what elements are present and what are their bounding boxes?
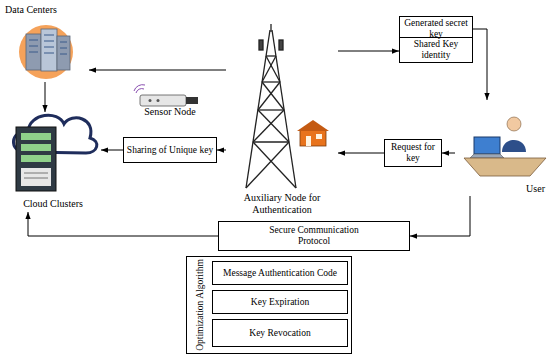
user-node: User: [455, 100, 549, 196]
sensor-icon: [134, 85, 198, 106]
box-text: Key Revocation: [249, 328, 310, 339]
group-box: Optimization Algorithm Message Authentica…: [186, 256, 352, 354]
process-box: Sharing of Unique key: [123, 137, 217, 163]
sensor-node: Sensor Node: [128, 86, 212, 120]
process-box: Secure Communication Protocol: [218, 221, 410, 251]
node-label: Sensor Node: [144, 106, 195, 118]
connector-arrow: [442, 153, 455, 154]
connector-arrow: [338, 153, 384, 154]
node-label: Data Centers: [5, 4, 57, 16]
cloud-icon: [13, 115, 96, 191]
building-icon: [297, 120, 329, 146]
box-text: Key Expiration: [251, 297, 309, 308]
node-label: Cloud Clusters: [23, 198, 83, 210]
user-icon: [464, 117, 546, 176]
connector-arrow: [338, 51, 399, 52]
tower-node: Auxiliary Node for Authentication: [226, 20, 338, 218]
connector-arrow: [473, 29, 487, 100]
data-center-icon: [19, 25, 73, 79]
data-center-node: Data Centers: [5, 4, 89, 82]
box-text: Secure Communication Protocol: [262, 225, 366, 247]
process-box: Request for key: [384, 139, 442, 167]
connector-arrow: [217, 150, 226, 151]
node-label: Auxiliary Node for Authentication: [226, 192, 338, 215]
process-box: Key Expiration: [212, 290, 348, 314]
connector-arrow: [410, 196, 470, 236]
process-box: Key Revocation: [212, 319, 348, 347]
process-box: Shared Key identity: [399, 37, 473, 63]
box-text: Generated secret key: [402, 18, 470, 40]
box-text: Message Authentication Code: [223, 268, 337, 279]
process-box: Generated secret key: [399, 16, 473, 42]
connector-arrow: [101, 150, 123, 151]
node-label: User: [526, 183, 545, 195]
connector-arrow: [89, 70, 226, 71]
cloud-node: Cloud Clusters: [5, 112, 101, 212]
connector-arrow: [45, 82, 46, 112]
box-text: Sharing of Unique key: [127, 145, 213, 156]
tower-icon: [246, 24, 296, 188]
process-box: Message Authentication Code: [212, 261, 348, 285]
box-text: Optimization Algorithm: [188, 257, 212, 353]
connector-arrow: [28, 212, 218, 236]
box-text: Shared Key identity: [402, 39, 470, 61]
box-text: Request for key: [387, 142, 439, 164]
